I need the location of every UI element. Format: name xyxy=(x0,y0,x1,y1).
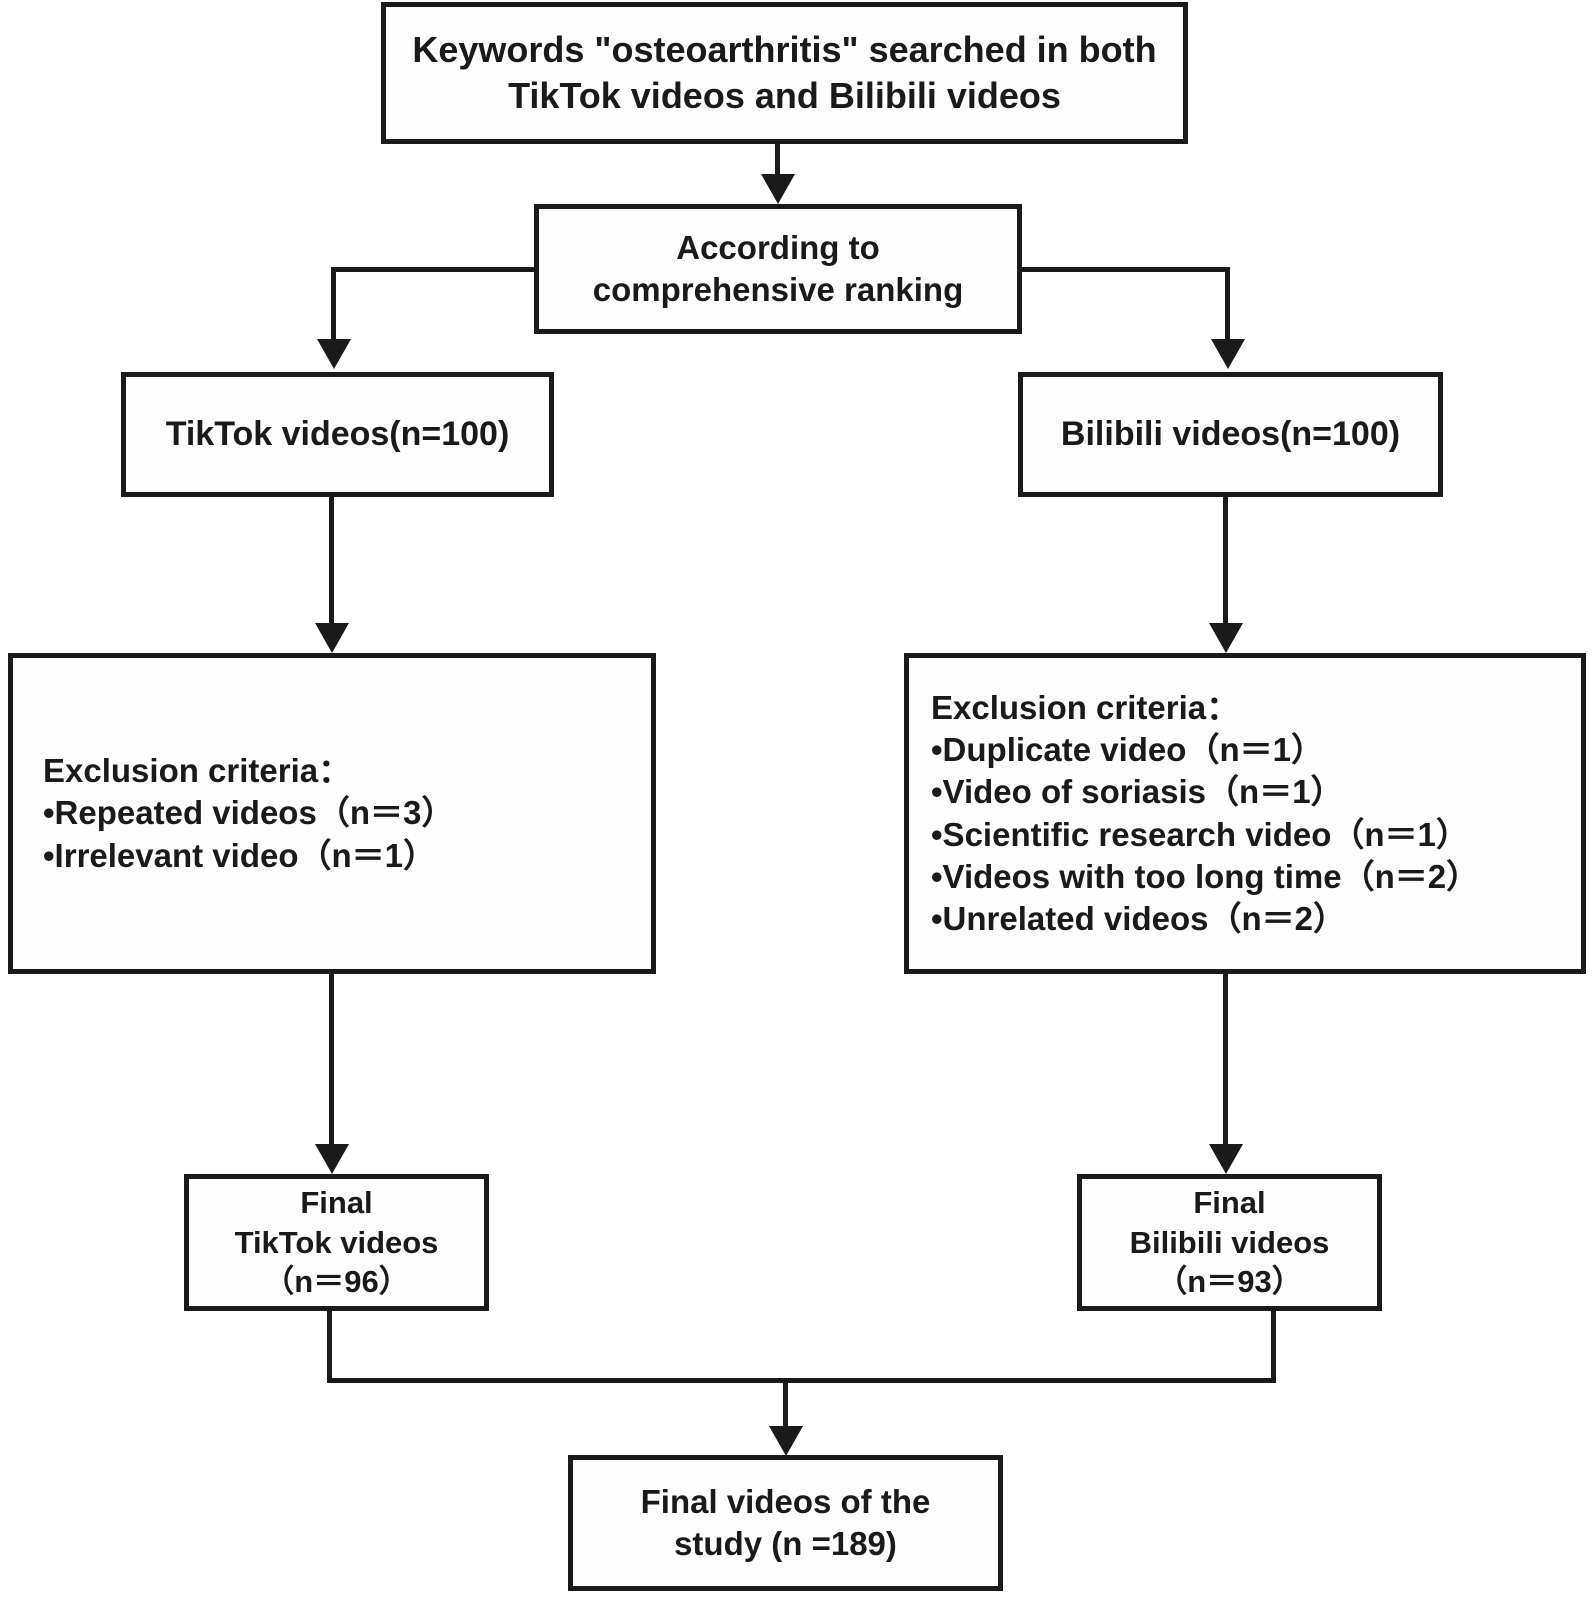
connector-exclusion-to-final-tiktok xyxy=(329,974,334,1144)
node-final-tiktok-videos: Final TikTok videos （n＝96） xyxy=(184,1174,489,1311)
connector-final-tiktok-down xyxy=(327,1311,332,1383)
exclusion-item: •Repeated videos（n＝3） xyxy=(43,794,455,832)
arrowhead-tiktok-to-exclusion xyxy=(315,623,349,653)
connector-ranking-right-horizontal xyxy=(1018,267,1230,272)
arrowhead-exclusion-to-final-bilibili xyxy=(1209,1144,1243,1174)
connector-ranking-right-vertical xyxy=(1225,267,1230,341)
exclusion-item: •Videos with too long time（n＝2） xyxy=(931,857,1480,895)
node-bilibili-videos: Bilibili videos(n=100) xyxy=(1018,372,1443,497)
exclusion-item: •Scientific research video（n＝1） xyxy=(931,815,1469,853)
connector-ranking-left-vertical xyxy=(331,267,336,341)
arrowhead-merge-to-final xyxy=(769,1426,803,1456)
connector-tiktok-to-exclusion xyxy=(329,497,334,625)
node-exclusion-criteria-bilibili: Exclusion criteria： •Duplicate video（n＝1… xyxy=(904,653,1586,974)
node-keyword-search: Keywords "osteoarthritis" searched in bo… xyxy=(381,2,1188,144)
exclusion-item: •Video of soriasis（n＝1） xyxy=(931,773,1344,811)
exclusion-item: •Irrelevant video（n＝1） xyxy=(43,836,437,874)
exclusion-item: •Duplicate video（n＝1） xyxy=(931,731,1324,769)
exclusion-list-tiktok: Exclusion criteria： •Repeated videos（n＝3… xyxy=(43,750,651,877)
connector-exclusion-to-final-bilibili xyxy=(1223,974,1228,1144)
connector-bilibili-to-exclusion xyxy=(1223,497,1228,625)
exclusion-title-bilibili: Exclusion criteria： xyxy=(931,688,1240,726)
node-final-bilibili-videos: Final Bilibili videos （n＝93） xyxy=(1077,1174,1382,1311)
arrowhead-exclusion-to-final-tiktok xyxy=(315,1144,349,1174)
connector-merge-to-final xyxy=(783,1378,788,1450)
connector-final-bilibili-down xyxy=(1271,1311,1276,1383)
node-exclusion-criteria-tiktok: Exclusion criteria： •Repeated videos（n＝3… xyxy=(8,653,656,974)
arrowhead-bilibili-to-exclusion xyxy=(1209,623,1243,653)
exclusion-item: •Unrelated videos（n＝2） xyxy=(931,899,1346,937)
connector-merge-rail xyxy=(327,1378,1276,1383)
arrowhead-ranking-to-tiktok xyxy=(317,339,351,369)
connector-ranking-left-horizontal xyxy=(331,267,538,272)
arrowhead-search-to-ranking xyxy=(761,174,795,204)
arrowhead-ranking-to-bilibili xyxy=(1211,339,1245,369)
exclusion-list-bilibili: Exclusion criteria： •Duplicate video（n＝1… xyxy=(931,687,1581,940)
connector-search-to-ranking xyxy=(775,144,780,176)
node-final-videos-of-study: Final videos of the study (n =189) xyxy=(568,1455,1003,1591)
exclusion-title-tiktok: Exclusion criteria： xyxy=(43,752,352,790)
node-comprehensive-ranking: According to comprehensive ranking xyxy=(534,204,1022,334)
node-tiktok-videos: TikTok videos(n=100) xyxy=(121,372,554,497)
